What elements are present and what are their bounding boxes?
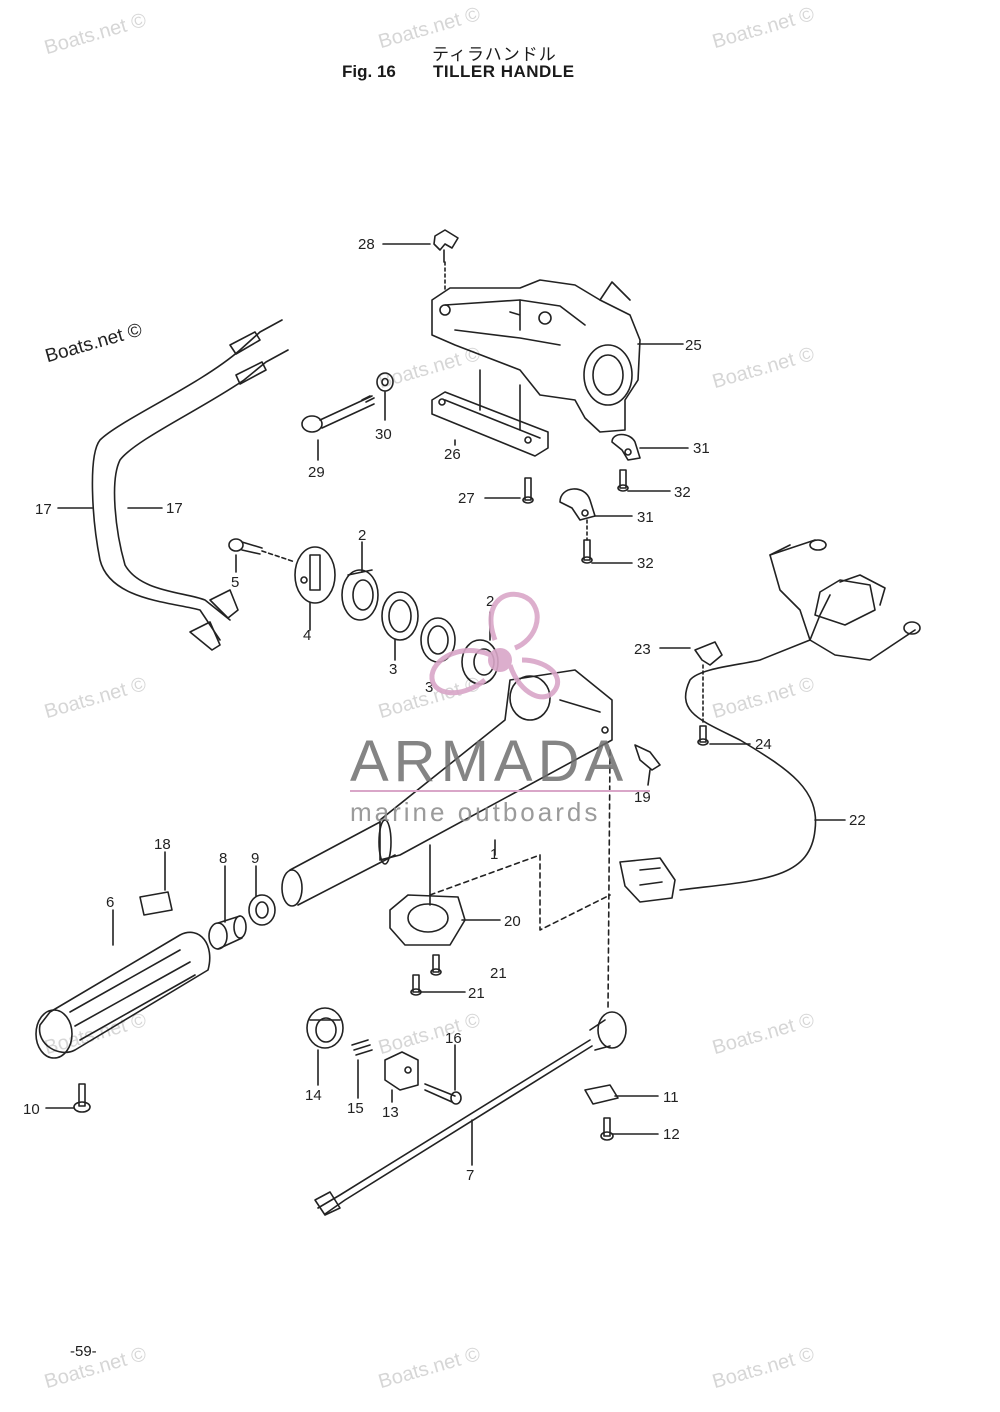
- cable-guide-part: [431, 369, 549, 457]
- callout-24: 24: [755, 736, 772, 753]
- friction-plate-part: [294, 546, 336, 604]
- armada-logo-text: ARMADA: [350, 729, 629, 794]
- clamp-part: [611, 433, 641, 461]
- callout-3: 3: [389, 661, 397, 678]
- spring-part: [351, 1039, 373, 1056]
- plate-part: [584, 1084, 619, 1105]
- callout-8: 8: [219, 850, 227, 867]
- callout-13: 13: [382, 1104, 399, 1121]
- callout-7: 7: [466, 1167, 474, 1184]
- wire-harness-part: [619, 539, 921, 903]
- callout-18: 18: [154, 836, 171, 853]
- page-number: -59-: [70, 1343, 97, 1360]
- armada-propeller-logo: [429, 591, 561, 700]
- logo-divider: [350, 790, 650, 792]
- figure-number: Fig. 16: [342, 62, 396, 81]
- washer-part: [376, 372, 394, 392]
- armada-logo-tagline: marine outboards: [350, 797, 601, 827]
- callout-21: 21: [490, 965, 507, 982]
- friction-block-part: [384, 1051, 419, 1091]
- bushing-part: [341, 569, 379, 621]
- throttle-shaft-part: [314, 1011, 627, 1216]
- callout-25: 25: [685, 337, 702, 354]
- callout-22: 22: [849, 812, 866, 829]
- callout-32: 32: [674, 484, 691, 501]
- callout-6: 6: [106, 894, 114, 911]
- callout-21: 21: [468, 985, 485, 1002]
- bolt-part: [228, 538, 296, 563]
- page-title: TILLER HANDLE: [433, 62, 575, 81]
- callout-31: 31: [637, 509, 654, 526]
- collar-part: [208, 915, 247, 950]
- screw-part: [617, 469, 629, 492]
- clamp-part: [559, 488, 596, 521]
- callout-5: 5: [231, 574, 239, 591]
- callout-20: 20: [504, 913, 521, 930]
- callout-14: 14: [305, 1087, 322, 1104]
- callout-23: 23: [634, 641, 651, 658]
- throttle-grip-part: [35, 931, 211, 1059]
- callout-16: 16: [445, 1030, 462, 1047]
- pivot-bolt-part: [301, 395, 375, 433]
- callout-29: 29: [308, 464, 325, 481]
- callout-1: 1: [490, 846, 498, 863]
- callout-31: 31: [693, 440, 710, 457]
- callout-2: 2: [358, 527, 366, 544]
- callout-11: 11: [663, 1089, 679, 1106]
- screw-part: [581, 519, 593, 564]
- callout-9: 9: [251, 850, 259, 867]
- callout-19: 19: [634, 789, 651, 806]
- tiller-bracket-part: [431, 279, 641, 433]
- screw-part: [697, 725, 709, 746]
- callout-labels: 28 25 30 29 26 27 31 32 31 32 17 17 5 2 …: [23, 236, 866, 1184]
- stop-switch-part: [634, 744, 661, 771]
- callout-3: 3: [425, 679, 433, 696]
- label-part: [139, 891, 173, 916]
- callout-17: 17: [35, 501, 52, 518]
- callout-27: 27: [458, 490, 475, 507]
- clip-part: [433, 229, 459, 291]
- callout-4: 4: [303, 627, 311, 644]
- callout-28: 28: [358, 236, 375, 253]
- washer-part: [381, 591, 419, 641]
- screw-part: [600, 1117, 614, 1141]
- callout-10: 10: [23, 1101, 40, 1118]
- tiller-handle-arm-part: [281, 669, 613, 907]
- callout-32: 32: [637, 555, 654, 572]
- callout-2: 2: [486, 593, 494, 610]
- title-japanese: ティラハンドル: [432, 45, 557, 65]
- switch-cover-part: [389, 844, 466, 946]
- callout-17: 17: [166, 500, 183, 517]
- screw-part: [73, 1083, 91, 1113]
- clamp-part: [694, 641, 723, 726]
- callout-26: 26: [444, 446, 461, 463]
- throttle-cable-part: [91, 319, 289, 651]
- callout-12: 12: [663, 1126, 680, 1143]
- screw-part: [430, 954, 442, 976]
- callout-30: 30: [375, 426, 392, 443]
- knob-part: [306, 1007, 344, 1049]
- callout-15: 15: [347, 1100, 364, 1117]
- bolt-part: [424, 1083, 462, 1105]
- screw-part: [522, 477, 534, 504]
- bushing-part: [248, 894, 276, 926]
